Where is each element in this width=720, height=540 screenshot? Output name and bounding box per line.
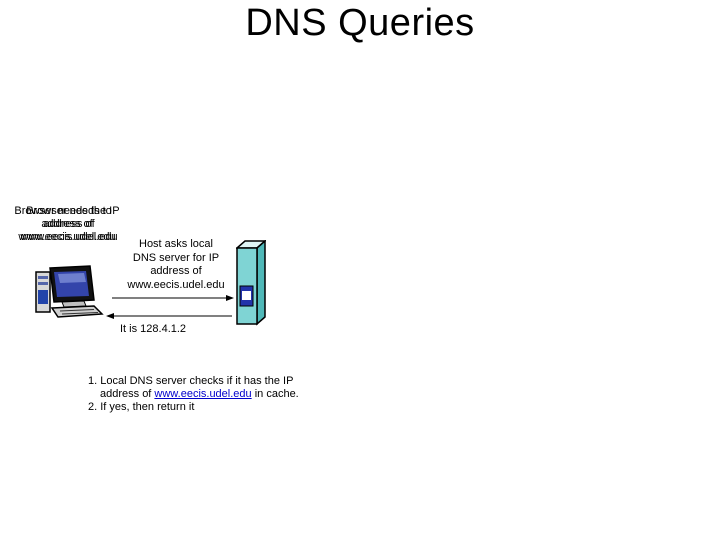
step-1-link[interactable]: www.eecis.udel.edu bbox=[154, 388, 252, 400]
browser-note-b-line3: www.eecis.udel.edu bbox=[20, 231, 118, 243]
query-label-line2: DNS server for IP bbox=[132, 251, 220, 264]
step-1-line2: address of www.eecis.udel.edu in cache. bbox=[88, 388, 418, 401]
step-1-text-pre: address of bbox=[100, 388, 155, 400]
query-label-line1: Host asks local bbox=[139, 238, 213, 250]
reply-label: It is 128.4.1.2 bbox=[120, 323, 187, 335]
step-2: 2. If yes, then return it bbox=[88, 401, 195, 413]
query-arrow bbox=[112, 295, 234, 301]
browser-note-b: Browser needs to address of www.eecis.ud… bbox=[6, 205, 132, 244]
browser-note-a-line2: address of bbox=[41, 218, 93, 230]
query-label: Host asks local DNS server for IP addres… bbox=[116, 238, 236, 292]
host-computer-icon bbox=[35, 265, 104, 318]
browser-note-a-line3: www.eecis.udel.edu bbox=[18, 231, 116, 243]
step-1-text-post: in cache. bbox=[251, 388, 299, 400]
query-label-line4: www.eecis.udel.edu bbox=[127, 278, 225, 291]
dns-server-icon bbox=[236, 240, 266, 326]
steps-list: 1. Local DNS server checks if it has the… bbox=[88, 375, 418, 414]
step-1-line1: 1. Local DNS server checks if it has the… bbox=[88, 375, 294, 387]
browser-note-b-line1: Browser needs to bbox=[26, 205, 112, 217]
browser-note-b-line2: address of bbox=[43, 218, 95, 230]
page-title: DNS Queries bbox=[245, 2, 475, 44]
reply-arrow bbox=[106, 313, 232, 319]
browser-note-a-line1: Browser needs the IP bbox=[14, 205, 120, 217]
browser-note-a: Browser needs the IP address of www.eeci… bbox=[2, 205, 132, 244]
query-label-line3: address of bbox=[150, 265, 202, 277]
